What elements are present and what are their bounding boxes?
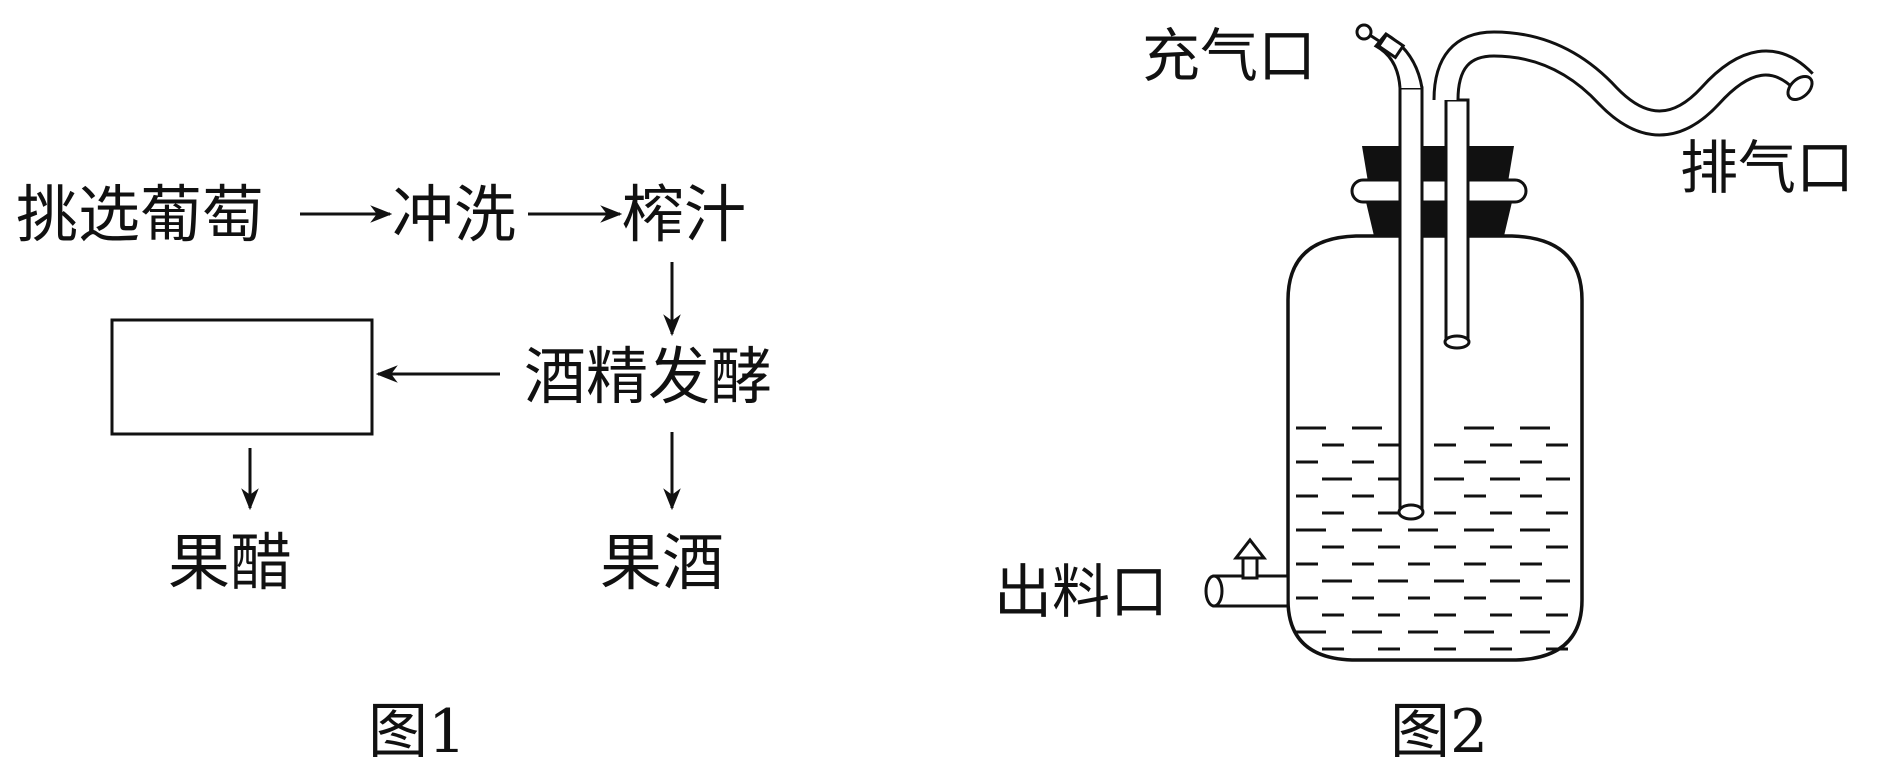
inlet-valve-icon: [1355, 23, 1406, 60]
step-select-grapes: 挑选葡萄: [16, 178, 264, 251]
label-air-inlet: 充气口: [1142, 22, 1316, 90]
label-exhaust: 排气口: [1680, 134, 1854, 202]
exhaust-tube-through-stopper-top: [1448, 146, 1466, 182]
inlet-tube-through-stopper-top: [1402, 146, 1420, 182]
step-rinse: 冲洗: [392, 178, 516, 251]
blank-step-box: [110, 318, 374, 436]
product-wine: 果酒: [600, 526, 724, 599]
stopper-top: [1362, 146, 1514, 182]
label-outlet: 出料口: [994, 558, 1168, 626]
figure2-caption: 图2: [1390, 697, 1488, 767]
exhaust-hose-end: [1786, 74, 1814, 102]
figure2-fermenter: 充气口 排气口 出料口 图2: [994, 22, 1854, 767]
figure1-flowchart: 挑选葡萄 冲洗 榨汁 酒精发酵 果醋 果酒 图1: [16, 178, 772, 767]
stopper-bottom: [1366, 202, 1512, 236]
liquid-surface: [1296, 426, 1570, 651]
outlet-valve-icon: [1232, 537, 1268, 560]
stopper-ring: [1350, 178, 1528, 204]
step-alcohol-fermentation: 酒精发酵: [524, 340, 772, 413]
figure1-caption: 图1: [368, 697, 466, 767]
bottle-body: [1286, 234, 1584, 662]
inlet-tube-through-stopper-bottom: [1402, 202, 1420, 236]
outlet-spout: [1204, 554, 1290, 608]
exhaust-hose: [1435, 33, 1812, 134]
step-juice: 榨汁: [622, 178, 746, 251]
product-vinegar: 果醋: [168, 526, 292, 599]
exhaust-tube-opening: [1443, 334, 1471, 350]
inlet-tube-opening: [1397, 503, 1425, 521]
exhaust-tube-through-stopper-bottom: [1448, 202, 1466, 236]
